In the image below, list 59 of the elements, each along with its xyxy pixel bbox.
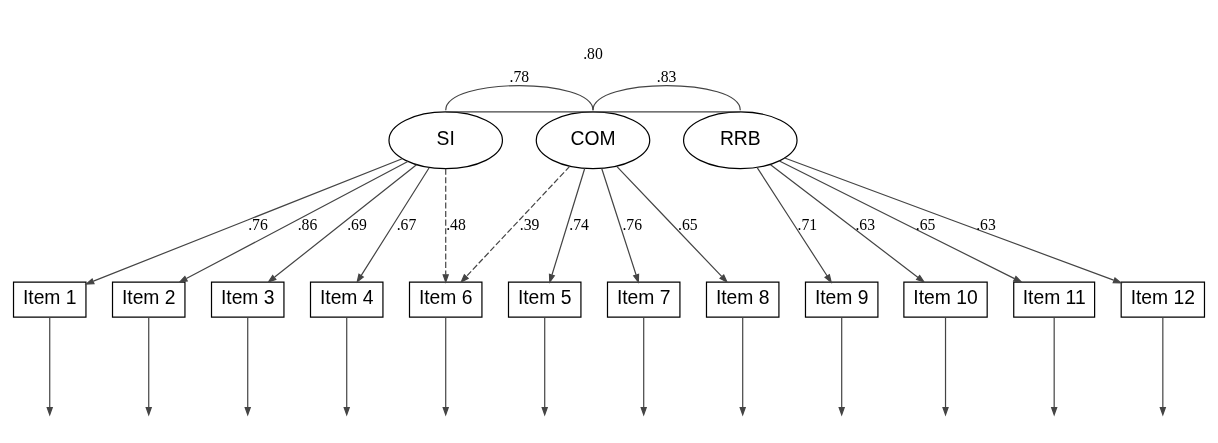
arrow bbox=[1159, 316, 1167, 417]
connector bbox=[592, 84, 741, 111]
arrow bbox=[616, 165, 729, 284]
edge-label: .78 bbox=[509, 67, 530, 85]
arrow bbox=[84, 158, 403, 285]
arrow bbox=[178, 160, 409, 283]
node-box: Item 1 bbox=[12, 281, 87, 318]
node-box: Item 7 bbox=[606, 281, 681, 318]
edge-label: .69 bbox=[347, 215, 367, 233]
arrow bbox=[145, 316, 153, 417]
arrow bbox=[442, 316, 450, 417]
arrow bbox=[356, 167, 430, 284]
edge-label: .67 bbox=[396, 215, 417, 233]
edge-label: .65 bbox=[915, 215, 936, 233]
edge-label: .63 bbox=[855, 215, 876, 233]
node-box: Item 6 bbox=[408, 281, 483, 318]
edge-label: .39 bbox=[519, 215, 540, 233]
arrow bbox=[838, 316, 846, 417]
arrow bbox=[640, 316, 648, 417]
edge-label: .83 bbox=[656, 67, 677, 85]
edge-label: .48 bbox=[446, 215, 466, 233]
connector bbox=[445, 111, 741, 113]
node-ellipse: SI bbox=[388, 111, 504, 170]
arrow bbox=[778, 160, 1023, 283]
edge-label: .74 bbox=[569, 215, 589, 233]
node-box: Item 10 bbox=[903, 281, 988, 318]
connector bbox=[445, 84, 594, 111]
node-box: Item 4 bbox=[309, 281, 384, 318]
edge-label: .76 bbox=[248, 215, 268, 233]
edge-label: .71 bbox=[797, 215, 818, 233]
arrow bbox=[541, 316, 549, 417]
node-box: Item 2 bbox=[111, 281, 186, 318]
arrow bbox=[548, 167, 586, 284]
arrow bbox=[601, 167, 640, 284]
node-box: Item 9 bbox=[804, 281, 879, 318]
arrow bbox=[343, 316, 351, 417]
arrow bbox=[46, 316, 54, 417]
arrow bbox=[460, 165, 571, 284]
node-ellipse: RRB bbox=[682, 111, 798, 170]
edge-label: .86 bbox=[297, 215, 318, 233]
node-box: Item 5 bbox=[507, 281, 582, 318]
node-box: Item 11 bbox=[1013, 281, 1096, 318]
arrow bbox=[1050, 316, 1058, 417]
edge-label: .63 bbox=[976, 215, 996, 233]
node-box: Item 12 bbox=[1120, 281, 1206, 318]
edge-label: .65 bbox=[677, 215, 698, 233]
arrow bbox=[756, 166, 833, 284]
node-box: Item 8 bbox=[705, 281, 780, 318]
edge-label: .80 bbox=[583, 45, 603, 63]
arrow bbox=[769, 164, 926, 284]
arrow bbox=[442, 168, 450, 284]
arrow bbox=[739, 316, 747, 417]
arrow bbox=[784, 157, 1123, 284]
node-ellipse: COM bbox=[535, 111, 651, 170]
edge-label: .76 bbox=[622, 215, 643, 233]
arrow bbox=[942, 316, 949, 417]
arrow bbox=[267, 164, 418, 284]
node-box: Item 3 bbox=[210, 281, 285, 318]
arrow bbox=[244, 316, 252, 417]
